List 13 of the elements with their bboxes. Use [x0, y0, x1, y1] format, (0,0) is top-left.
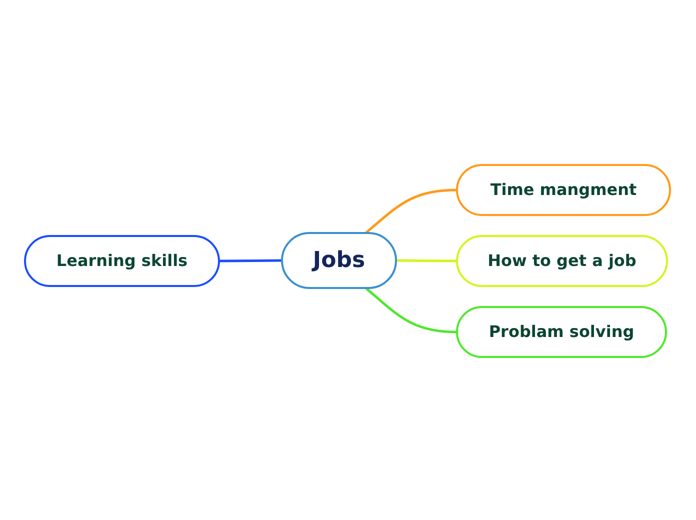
- connector-line: [396, 259, 458, 262]
- topic-label: Learning skills: [56, 250, 188, 272]
- connector-line: [366, 288, 458, 334]
- topic-title: Jobs: [312, 247, 366, 275]
- topic-box: [456, 235, 668, 287]
- connector-line: [218, 259, 282, 262]
- topic-label: Time mangment: [490, 179, 637, 201]
- topic-box: [24, 235, 220, 287]
- topic-box: [456, 306, 667, 358]
- topic-label: How to get a job: [488, 250, 636, 272]
- topic-box: [456, 164, 671, 216]
- topic-label: Problam solving: [488, 321, 634, 343]
- connector-line: [366, 188, 458, 234]
